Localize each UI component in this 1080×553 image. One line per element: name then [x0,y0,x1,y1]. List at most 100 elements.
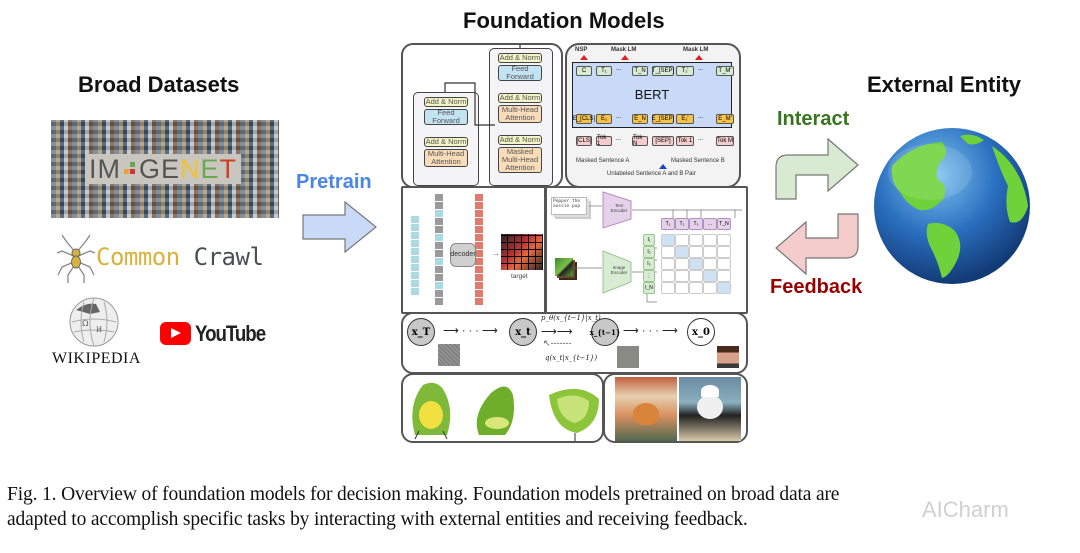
watermark: AICharm [922,497,1009,522]
broad-datasets-heading: Broad Datasets [78,72,240,97]
clip-image-feature: I₂ [643,246,655,258]
mae-patch-token [411,240,419,247]
mae-patch-token [435,202,443,209]
earth-globe-icon [874,128,1030,284]
bert-input-token: [CLS] [576,136,592,146]
similarity-cell [675,246,689,258]
imagenet-text-e: E [200,153,220,184]
transformer-encoder: Add & Norm Feed Forward Add & Norm Multi… [413,92,479,186]
similarity-cell [689,282,703,294]
generated-images-panel [603,373,748,443]
bert-input-token: Tok M [716,136,734,146]
similarity-cell [675,282,689,294]
similarity-cell [717,270,731,282]
mae-patch-token [475,210,483,217]
decoder-add-norm-1: Add & Norm [498,134,542,145]
bert-title: BERT [634,87,670,102]
similarity-cell [703,282,717,294]
foundation-models-heading: Foundation Models [463,8,665,33]
clip-text-feature: T₂ [675,218,689,230]
bert-embedding: ... [698,114,704,120]
interact-arrow-icon [775,137,859,200]
decoder-add-norm-3: Add & Norm [498,52,542,63]
transformer-connections [444,45,521,126]
mae-patch-token [475,194,483,201]
bert-input-token: Tok 1 [676,136,694,146]
forward-process-label: p_θ(x_{t−1}|x_t) [541,314,601,322]
imagenet-text-n: N [180,153,201,184]
mae-target-image [501,234,543,270]
spider-icon [56,234,96,283]
panda-chef-image [679,377,741,441]
reverse-arrow-icon: ↖‑‑‑‑‑‑‑ [543,338,572,348]
diffusion-chain-arrows-1: ⟶ · · · ⟶ [443,325,498,337]
avocado-chair-1 [412,382,451,440]
bert-input-token: [SEP] [652,136,674,146]
avocado-chair-2 [476,386,514,435]
forward-arrow-icon: ⟶⟶ [541,326,573,338]
similarity-cell [703,270,717,282]
svg-text:И: И [96,326,102,334]
similarity-cell [717,258,731,270]
similarity-cell [661,282,675,294]
decoder-multi-head-attention: Multi-Head Attention [498,105,542,123]
svg-text:Ω: Ω [82,319,89,328]
mae-patch-token [411,224,419,231]
figure-caption-line-2: adapted to accomplish specific tasks by … [7,509,748,530]
mae-patch-token [435,258,443,265]
avocado-chairs-panel [401,373,604,443]
clip-image-feature: I₁ [643,234,655,246]
feedback-arrow-icon [775,213,859,276]
mae-patch-token [475,258,483,265]
mae-patch-token [475,234,483,241]
mae-patch-token [435,234,443,241]
bert-embedding: E_[CLS] [572,114,596,124]
clip-text-feature: T₁ [661,218,675,230]
node-x-t: x_t [509,318,537,346]
diffusion-chain-arrows-2: ⟶ · · · ⟶ [623,325,678,337]
youtube-logo: YouTube [160,321,270,347]
clip-text-feature: T_N [717,218,731,230]
decoder-feed-forward: Feed Forward [498,64,542,81]
common-crawl-word2: Crawl [193,243,264,271]
clip-text-feature: T₃ [689,218,703,230]
similarity-cell [703,258,717,270]
similarity-cell [661,246,675,258]
external-entity-heading: External Entity [867,72,1022,97]
mae-patch-token [411,288,419,295]
mae-patch-token [475,282,483,289]
similarity-cell [689,246,703,258]
bert-input-token: ... [698,136,704,142]
mae-patch-token [411,232,419,239]
mae-patch-token [411,280,419,287]
mae-patch-token [411,264,419,271]
sentence-pair-label: Unlabeled Sentence A and B Pair [607,171,696,177]
mae-patch-token [411,256,419,263]
similarity-cell [689,234,703,246]
encoder-add-norm-1: Add & Norm [424,136,468,147]
node-x-t-minus-1: x_{t−1} [590,318,620,346]
feedback-label: Feedback [770,276,863,298]
sushi-house-corgi-image [615,377,677,441]
mae-patch-token [475,202,483,209]
bert-input-token: ... [616,136,622,142]
bert-head-mask-lm-2: Mask LM [683,47,709,53]
imagenet-text-t: T [219,153,238,184]
bert-input-token: Tok 1 [596,135,612,147]
bert-output-token: T_M' [716,66,734,76]
clip-text-input: Pepper the aussie pup [551,197,587,215]
common-crawl-logo: Common Crawl [56,233,281,285]
interact-label: Interact [777,108,850,130]
similarity-cell [675,258,689,270]
bert-head-nsp: NSP [575,47,588,53]
mae-patch-token [475,274,483,281]
mae-panel: → decoder → target [401,186,546,314]
clip-image-feature: ⋮ [643,270,655,282]
arrow-right-icon: → [491,248,500,258]
similarity-cell [717,234,731,246]
imagenet-text-ge: GE [138,153,180,184]
mask-lm-arrow-icon [621,55,629,60]
masked-sentence-a-label: Masked Sentence A [576,158,630,164]
mae-patch-token [435,242,443,249]
mae-patch-token [435,218,443,225]
